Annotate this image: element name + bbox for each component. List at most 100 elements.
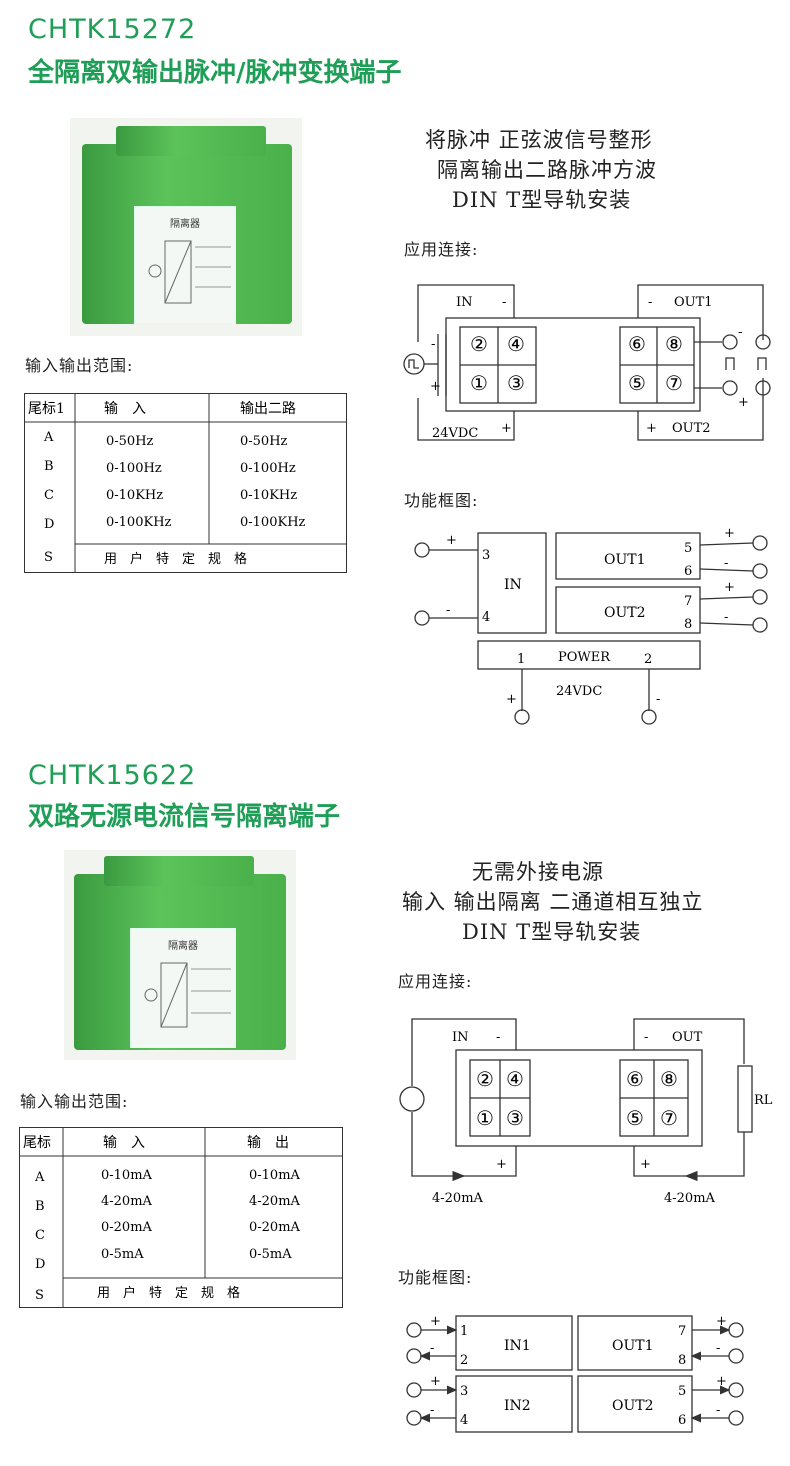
app1-in-minus: - (502, 295, 506, 310)
func1-out1: OUT1 (604, 552, 646, 568)
table1-code-d: D (44, 517, 54, 532)
app1-src-minus: - (431, 337, 435, 352)
table2-code-a: A (34, 1170, 45, 1185)
table2-input-b: 4-20mA (101, 1194, 153, 1209)
func-diagram-2: IN1 OUT1 IN2 OUT2 1 2 3 4 7 8 5 6 + - + … (406, 1314, 744, 1433)
func1-out1-minus: - (724, 556, 728, 571)
table1-output-a: 0-50Hz (240, 434, 288, 449)
app1-term-2: ② (470, 332, 488, 356)
app1-term-1: ① (470, 371, 488, 395)
table1-header-code: 尾标1 (28, 401, 65, 417)
app1-pulse-plus: + (738, 395, 749, 410)
func2-pin1: 1 (460, 1324, 468, 1339)
app2-term-3: ③ (506, 1106, 524, 1130)
app2-in-minus: - (496, 1030, 500, 1045)
table1-code-c: C (44, 488, 54, 503)
table2-header-output: 输 出 (247, 1135, 289, 1151)
table1-header-output: 输出二路 (240, 401, 296, 417)
table2-code-b: B (35, 1199, 45, 1214)
app1-term-6: ⑥ (628, 332, 646, 356)
app2-term-5: ⑤ (626, 1106, 644, 1130)
section1-model: CHTK15272 (28, 14, 197, 45)
func1-in-plus: + (446, 533, 457, 548)
func2-pin2: 2 (460, 1353, 468, 1368)
func1-power-plus: + (506, 692, 517, 707)
app2-term-1: ① (476, 1106, 494, 1130)
table1-input-c: 0-10KHz (106, 488, 163, 503)
section2-desc-3: DIN T型导轨安装 (462, 920, 642, 944)
func1-pin6: 6 (684, 564, 692, 579)
app-diagram-2: IN - - OUT + + RL 4-20mA 4-20mA ② ④ ① ③ … (399, 1018, 773, 1206)
section1-app-label: 应用连接: (404, 240, 479, 259)
func2-out1: OUT1 (612, 1338, 654, 1354)
table1-code-s: S (44, 550, 53, 565)
func1-pin1: 1 (517, 652, 525, 667)
func2-out2-plus: + (716, 1374, 727, 1389)
photo-label: 隔离器 (170, 219, 200, 230)
func2-pin3: 3 (460, 1384, 468, 1399)
section1-desc-3: DIN T型导轨安装 (452, 188, 632, 212)
table2-code-c: C (35, 1228, 45, 1243)
table1-output-b: 0-100Hz (240, 461, 296, 476)
func1-in-minus: - (446, 603, 450, 618)
app1-power: 24VDC (432, 426, 478, 441)
table2-output-a: 0-10mA (249, 1168, 301, 1183)
func1-pin8: 8 (684, 617, 692, 632)
app1-out2: OUT2 (672, 421, 711, 436)
func1-pin2: 2 (644, 652, 652, 667)
func1-power-minus: - (656, 692, 660, 707)
app-diagram-1: IN - - OUT1 24VDC + + OUT2 - + - + ② ④ ①… (403, 284, 771, 441)
product-photo-2: 隔离器 (64, 850, 296, 1060)
app2-in-plus: + (496, 1157, 507, 1172)
func1-vdc: 24VDC (556, 684, 602, 699)
photo-schematic-2 (144, 962, 231, 1028)
func-diagram-1: IN OUT1 OUT2 POWER 24VDC 3 4 5 6 7 8 1 2… (414, 526, 768, 725)
func2-in2-plus: + (430, 1374, 441, 1389)
func1-out1-plus: + (724, 526, 735, 541)
app2-ma-out: 4-20mA (664, 1191, 716, 1206)
table2-code-d: D (35, 1257, 45, 1272)
app1-term-5: ⑤ (628, 371, 646, 395)
product-photo-1: 隔离器 (70, 118, 302, 336)
table2-input-c: 0-20mA (101, 1220, 153, 1235)
photo-label-2: 隔离器 (168, 941, 198, 952)
func1-out2: OUT2 (604, 605, 646, 621)
func2-pin4: 4 (460, 1413, 468, 1428)
app1-in: IN (456, 295, 473, 310)
section2-func-label: 功能框图: (398, 1268, 473, 1287)
section2-desc-2: 输入 输出隔离 二通道相互独立 (402, 890, 704, 914)
table2-output-c: 0-20mA (249, 1220, 301, 1235)
app2-term-4: ④ (506, 1067, 524, 1091)
section2-range-label: 输入输出范围: (20, 1092, 129, 1111)
app2-out-plus: + (640, 1157, 651, 1172)
app2-out-minus: - (644, 1030, 648, 1045)
table1-input-d: 0-100KHz (106, 515, 172, 530)
section2-model: CHTK15622 (28, 760, 197, 791)
table2-input-a: 0-10mA (101, 1168, 153, 1183)
table1-input-a: 0-50Hz (106, 434, 154, 449)
table2-output-b: 4-20mA (249, 1194, 301, 1209)
func1-pin5: 5 (684, 541, 692, 556)
app2-term-6: ⑥ (626, 1067, 644, 1091)
func1-pin4: 4 (482, 610, 490, 625)
table2-header-code: 尾标 (23, 1135, 51, 1151)
table2-output-d: 0-5mA (249, 1247, 292, 1262)
section1-name: 全隔离双输出脉冲/脉冲变换端子 (28, 58, 402, 88)
section2-app-label: 应用连接: (398, 972, 473, 991)
func1-power: POWER (558, 650, 611, 665)
func2-in2: IN2 (504, 1398, 531, 1414)
func2-out2: OUT2 (612, 1398, 654, 1414)
table1-header-input: 输 入 (104, 401, 146, 417)
func2-out1-minus: - (716, 1341, 720, 1356)
app1-term-8: ⑧ (665, 332, 683, 356)
app2-ma-in: 4-20mA (432, 1191, 484, 1206)
table2-input-d: 0-5mA (101, 1247, 144, 1262)
app1-term-7: ⑦ (665, 371, 683, 395)
section1-func-label: 功能框图: (404, 491, 479, 510)
func1-out2-plus: + (724, 580, 735, 595)
app1-out1-minus: - (648, 295, 652, 310)
table2-code-s: S (35, 1288, 44, 1303)
table2-custom: 用 户 特 定 规 格 (97, 1285, 240, 1301)
range-table-1: 尾标1 输 入 输出二路 A B C D S 0-50Hz 0-100Hz 0-… (24, 393, 347, 573)
app2-term-8: ⑧ (660, 1067, 678, 1091)
